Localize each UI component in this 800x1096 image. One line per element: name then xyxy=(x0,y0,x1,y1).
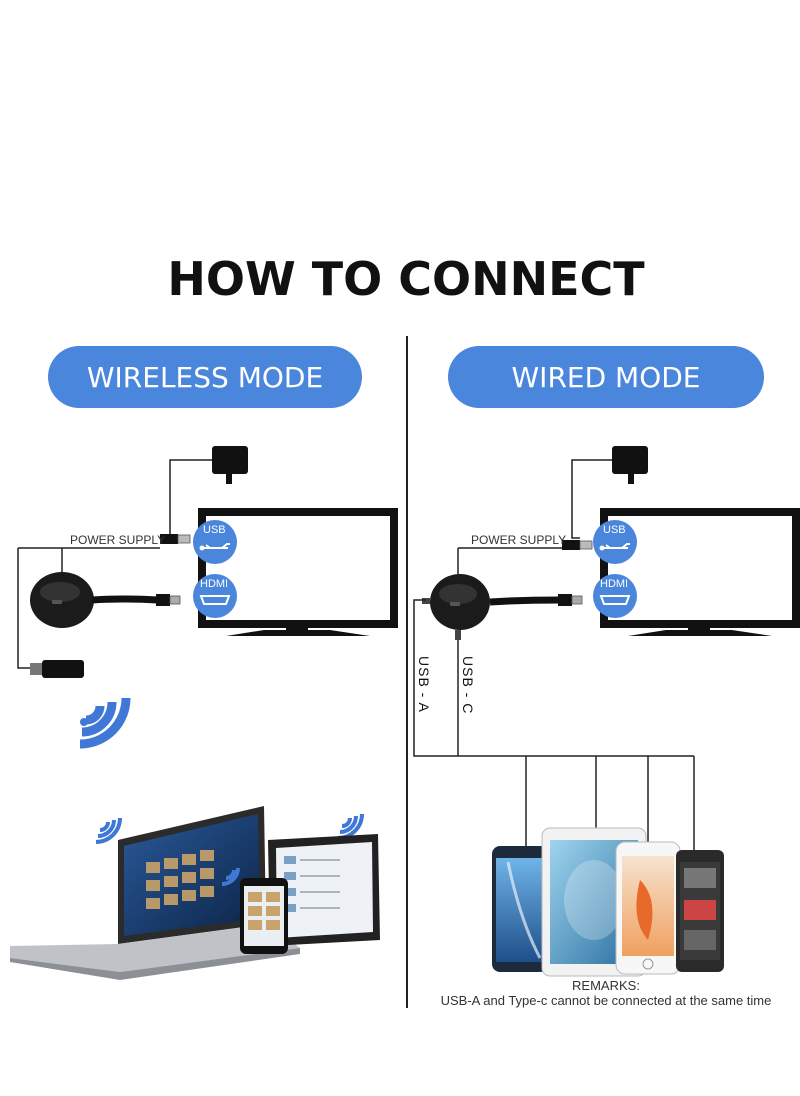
wifi-icon xyxy=(337,813,364,840)
power-adapter-icon xyxy=(212,446,248,484)
usb-plug-icon xyxy=(160,534,191,544)
hdmi-icon xyxy=(593,574,637,618)
hdmi-badge-label-wired: HDMI xyxy=(600,578,629,590)
tv-icon xyxy=(600,508,800,636)
phone-icon xyxy=(676,850,724,972)
center-divider xyxy=(406,336,408,1008)
power-supply-label-wireless: POWER SUPPLY xyxy=(70,533,166,547)
laptop-icon xyxy=(10,806,300,980)
power-supply-label-wired: POWER SUPPLY xyxy=(471,533,567,547)
phone-icon xyxy=(240,878,288,954)
phone-icon xyxy=(615,841,681,975)
usb-icon xyxy=(193,520,237,564)
usb-badge-label-wireless: USB xyxy=(203,524,226,536)
usb-icon xyxy=(593,520,637,564)
usb-plug-icon xyxy=(562,540,593,550)
wifi-icon xyxy=(95,817,122,844)
hdmi-icon xyxy=(193,574,237,618)
wireless-diagram xyxy=(10,446,398,980)
usb-a-label: USB - A xyxy=(416,656,432,713)
remarks-title: REMARKS: xyxy=(572,978,640,993)
usb-c-label: USB - C xyxy=(460,656,476,715)
dongle-icon xyxy=(30,572,181,628)
wifi-icon xyxy=(221,867,240,886)
dongle-icon xyxy=(422,574,583,640)
wired-mode-badge: WIRED MODE xyxy=(448,346,764,408)
tablet-icon xyxy=(268,834,380,946)
phone-icon xyxy=(492,846,548,972)
page-title: HOW TO CONNECT xyxy=(167,252,645,306)
power-adapter-icon xyxy=(612,446,648,484)
hdmi-badge-label-wireless: HDMI xyxy=(200,578,229,590)
wireless-mode-badge: WIRELESS MODE xyxy=(48,346,362,408)
wifi-icon xyxy=(79,697,131,749)
usb-badge-label-wired: USB xyxy=(603,524,626,536)
wired-diagram xyxy=(413,446,800,977)
wifi-receiver-icon xyxy=(30,660,84,678)
remarks-text: USB-A and Type-c cannot be connected at … xyxy=(440,993,772,1008)
